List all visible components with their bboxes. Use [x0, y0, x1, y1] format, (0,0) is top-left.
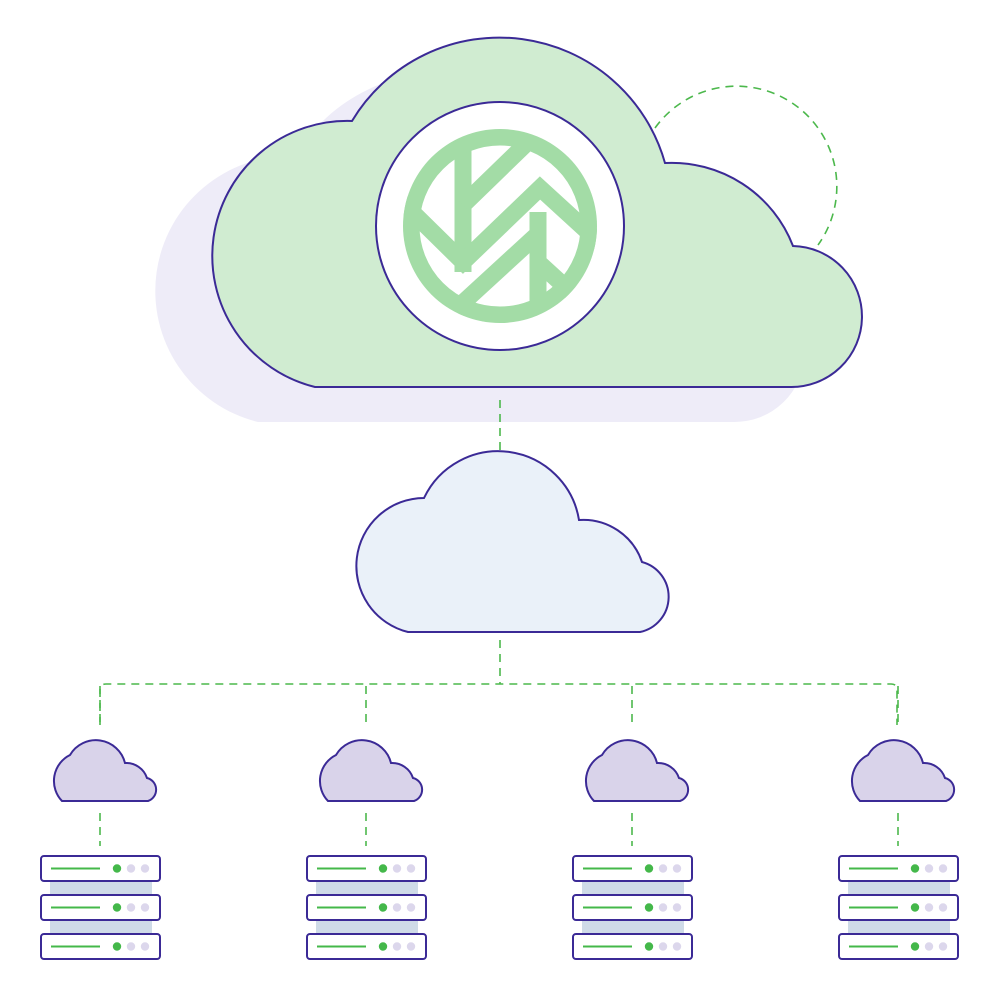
status-led-off-icon [126, 864, 136, 873]
status-led-on-icon [378, 942, 388, 951]
server-chassis [838, 894, 959, 921]
server-unit [306, 933, 427, 960]
edge-cloud [52, 739, 158, 802]
status-led-on-icon [644, 903, 654, 912]
server-rack [306, 855, 427, 960]
status-led-on-icon [378, 864, 388, 873]
server-chassis [838, 855, 959, 882]
status-led-on-icon [910, 942, 920, 951]
status-led-off-icon [672, 903, 682, 912]
server-unit [572, 894, 693, 921]
server-chassis [40, 855, 161, 882]
dashed-orbit-arc [654, 85, 838, 246]
server-chassis [572, 855, 693, 882]
status-led-off-icon [924, 942, 934, 951]
status-led-off-icon [658, 903, 668, 912]
status-led-off-icon [924, 903, 934, 912]
status-led-off-icon [406, 903, 416, 912]
connector-bus [99, 683, 898, 725]
main-cloud-group [155, 36, 863, 456]
status-led-off-icon [140, 903, 150, 912]
server-chassis [306, 855, 427, 882]
status-led-off-icon [392, 903, 402, 912]
server-rack [838, 855, 959, 960]
status-led-off-icon [126, 942, 136, 951]
status-led-off-icon [140, 942, 150, 951]
status-led-off-icon [938, 903, 948, 912]
status-led-off-icon [406, 864, 416, 873]
status-led-off-icon [938, 864, 948, 873]
status-led-on-icon [112, 942, 122, 951]
status-led-off-icon [126, 903, 136, 912]
server-unit [306, 855, 427, 882]
status-led-off-icon [406, 942, 416, 951]
edge-cloud [318, 739, 424, 802]
server-chassis [40, 933, 161, 960]
server-unit [838, 855, 959, 882]
node-1 [40, 686, 161, 960]
status-led-on-icon [112, 903, 122, 912]
status-led-off-icon [392, 864, 402, 873]
server-chassis [572, 933, 693, 960]
brand-logo-icon [403, 129, 597, 323]
server-chassis [306, 894, 427, 921]
status-led-off-icon [658, 864, 668, 873]
server-rack [572, 855, 693, 960]
status-led-off-icon [392, 942, 402, 951]
status-led-off-icon [672, 942, 682, 951]
status-led-on-icon [644, 864, 654, 873]
server-unit [40, 894, 161, 921]
status-led-off-icon [924, 864, 934, 873]
status-led-on-icon [910, 864, 920, 873]
edge-cloud [584, 739, 690, 802]
server-unit [838, 933, 959, 960]
node-3 [572, 686, 693, 960]
status-led-on-icon [112, 864, 122, 873]
server-chassis [572, 894, 693, 921]
edge-cloud [850, 739, 956, 802]
status-led-off-icon [938, 942, 948, 951]
server-chassis [40, 894, 161, 921]
server-chassis [306, 933, 427, 960]
server-chassis [838, 933, 959, 960]
status-led-off-icon [672, 864, 682, 873]
node-4 [838, 686, 959, 960]
node-2 [306, 686, 427, 960]
server-unit [572, 855, 693, 882]
server-rack [40, 855, 161, 960]
server-unit [572, 933, 693, 960]
server-unit [306, 894, 427, 921]
status-led-on-icon [910, 903, 920, 912]
status-led-off-icon [140, 864, 150, 873]
middle-cloud [355, 450, 670, 633]
status-led-off-icon [658, 942, 668, 951]
status-led-on-icon [378, 903, 388, 912]
status-led-on-icon [644, 942, 654, 951]
server-unit [40, 855, 161, 882]
server-unit [838, 894, 959, 921]
server-unit [40, 933, 161, 960]
